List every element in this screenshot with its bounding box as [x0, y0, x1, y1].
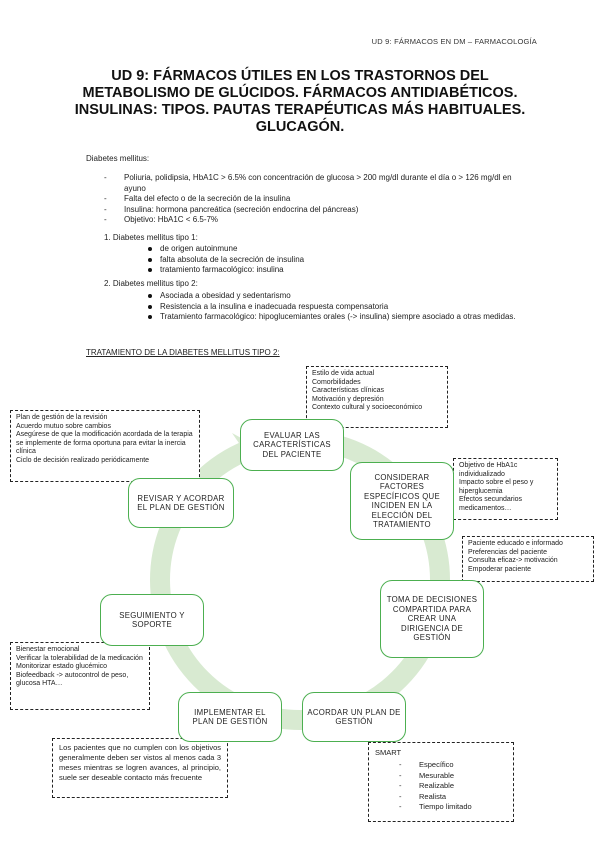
- page-title: UD 9: FÁRMACOS ÚTILES EN LOS TRASTORNOS …: [60, 68, 540, 136]
- title-line: GLUCAGÓN.: [255, 119, 345, 135]
- title-line: UD 9: FÁRMACOS ÚTILES EN LOS TRASTORNOS …: [111, 68, 489, 84]
- running-header: UD 9: FÁRMACOS EN DM – FARMACOLOGÍA: [371, 37, 537, 46]
- list-item: Específico: [399, 760, 472, 771]
- list-item: Falta del efecto o de la secreción de la…: [104, 194, 524, 205]
- section-title: TRATAMIENTO DE LA DIABETES MELLITUS TIPO…: [86, 348, 280, 357]
- type2-list: Asociada a obesidad y sedentarismo Resis…: [146, 291, 526, 323]
- node-implementar: IMPLEMENTAR EL PLAN DE GESTIÓN: [178, 692, 282, 742]
- node-evaluar: EVALUAR LAS CARACTERÍSTICAS DEL PACIENTE: [240, 419, 344, 471]
- node-considerar: CONSIDERAR FACTORES ESPECÍFICOS QUE INCI…: [350, 462, 454, 540]
- list-item: Poliuria, polidipsia, HbA1C > 6.5% con c…: [104, 173, 524, 194]
- smart-list: Específico Mesurable Realizable Realista…: [399, 760, 472, 813]
- type1-list: de origen autoinmune falta absoluta de l…: [146, 244, 526, 276]
- list-item: Realista: [399, 792, 472, 803]
- node-toma-decisiones: TOMA DE DECISIONES COMPARTIDA PARA CREAR…: [380, 580, 484, 658]
- list-item: Objetivo: HbA1C < 6.5-7%: [104, 215, 524, 226]
- list-item: Mesurable: [399, 771, 472, 782]
- node-seguimiento: SEGUIMIENTO Y SOPORTE: [100, 594, 204, 646]
- list-item: Tratamiento farmacológico: hipoglucemian…: [146, 312, 526, 323]
- list-item: Realizable: [399, 781, 472, 792]
- list-item: Insulina: hormona pancreática (secreción…: [104, 205, 524, 216]
- note-smart: SMART Específico Mesurable Realizable Re…: [368, 742, 514, 822]
- list-item: Tiempo limitado: [399, 802, 472, 813]
- list-item: de origen autoinmune: [146, 244, 526, 255]
- list-item: Asociada a obesidad y sedentarismo: [146, 291, 526, 302]
- bullet-list: Poliuria, polidipsia, HbA1C > 6.5% con c…: [104, 173, 524, 226]
- intro-text: Diabetes mellitus:: [86, 154, 150, 163]
- node-acordar: ACORDAR UN PLAN DE GESTIÓN: [302, 692, 406, 742]
- note-visit-frequency: Los pacientes que no cumplen con los obj…: [52, 738, 228, 798]
- list-item: falta absoluta de la secreción de insuli…: [146, 255, 526, 266]
- list-item: Resistencia a la insulina e inadecuada r…: [146, 302, 526, 313]
- smart-heading: SMART: [375, 748, 402, 757]
- node-revisar: REVISAR Y ACORDAR EL PLAN DE GESTIÓN: [128, 478, 234, 528]
- title-line: INSULINAS: TIPOS. PAUTAS TERAPÉUTICAS MÁ…: [74, 102, 526, 118]
- title-line: METABOLISMO DE GLÚCIDOS. FÁRMACOS ANTIDI…: [82, 85, 518, 101]
- type1-label: 1. Diabetes mellitus tipo 1:: [104, 233, 198, 242]
- list-item: tratamiento farmacológico: insulina: [146, 265, 526, 276]
- type2-label: 2. Diabetes mellitus tipo 2:: [104, 279, 198, 288]
